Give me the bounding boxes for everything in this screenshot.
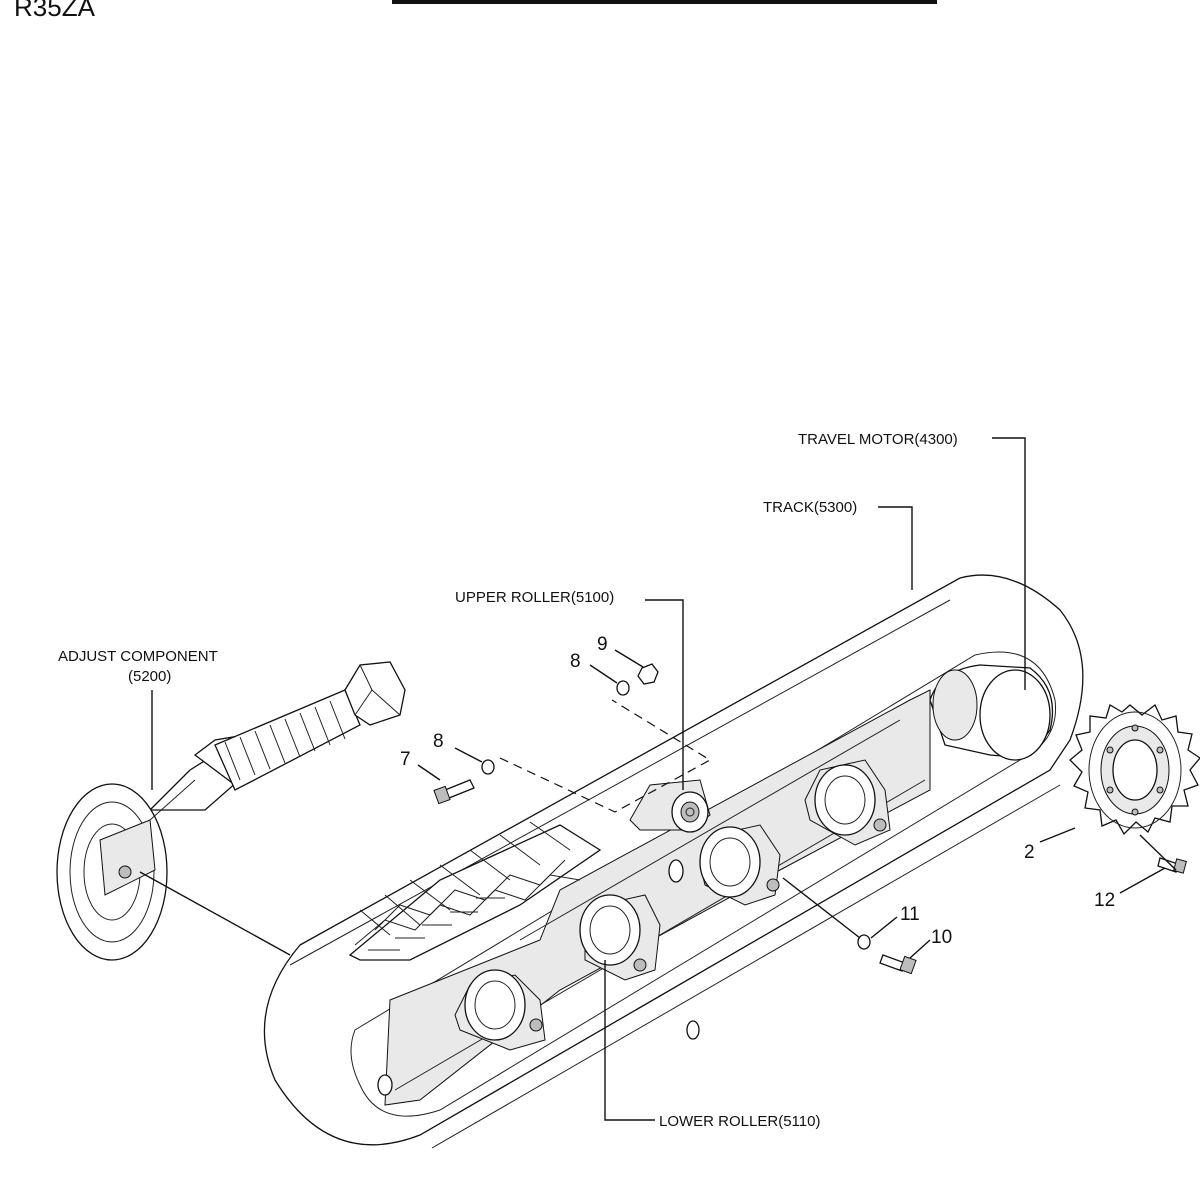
cropped-title <box>392 0 937 4</box>
label-adjust-component: ADJUST COMPONENT <box>58 648 218 665</box>
leader-lines <box>139 437 1177 1121</box>
callout-11: 11 <box>900 904 920 925</box>
track-assembly <box>263 574 1084 1149</box>
label-track: TRACK(5300) <box>763 499 857 516</box>
model-number: R35ZA <box>14 0 96 22</box>
sprocket <box>1069 703 1200 836</box>
nut-9 <box>637 663 659 685</box>
bolt-10 <box>879 954 917 975</box>
callout-2: 2 <box>1024 842 1035 863</box>
lower-roller-1 <box>454 969 546 1051</box>
callout-9: 9 <box>597 634 608 655</box>
install-path-upper <box>499 699 712 813</box>
lower-roller-3 <box>699 824 781 906</box>
label-lower-roller: LOWER ROLLER(5110) <box>659 1113 820 1130</box>
idler-adjust-component <box>56 661 406 961</box>
bolt-7 <box>433 779 475 805</box>
lower-rollers <box>454 759 891 1051</box>
washer-8b <box>616 680 630 696</box>
washer-11 <box>857 934 871 950</box>
label-adjust-component-code: (5200) <box>128 668 171 685</box>
track-pads <box>348 821 602 961</box>
callout-7: 7 <box>400 749 411 770</box>
callout-12: 12 <box>1094 890 1115 911</box>
bolt-12 <box>1157 857 1187 874</box>
label-travel-motor: TRAVEL MOTOR(4300) <box>798 431 958 448</box>
lower-roller-2 <box>579 894 661 981</box>
callout-8b: 8 <box>570 651 581 672</box>
washer-8a <box>481 759 495 775</box>
lower-roller-4 <box>804 759 891 846</box>
label-upper-roller: UPPER ROLLER(5100) <box>455 589 614 606</box>
callout-10: 10 <box>931 927 952 948</box>
callout-8a: 8 <box>433 731 444 752</box>
